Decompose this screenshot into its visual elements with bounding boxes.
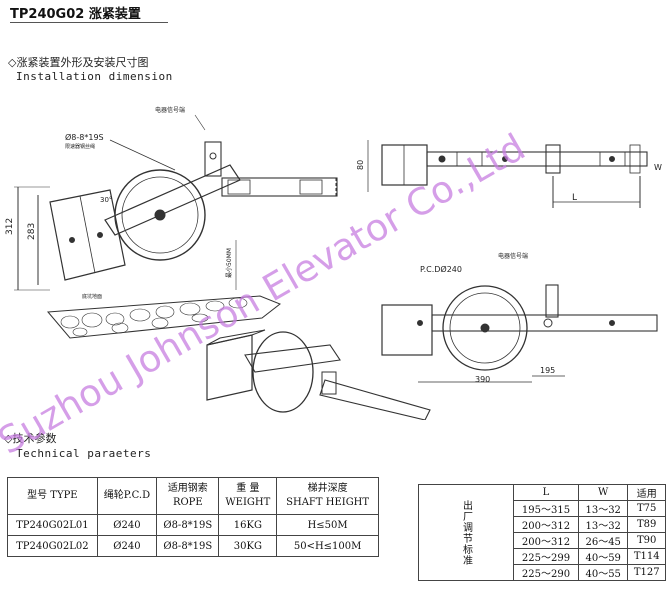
side-view: 312 283 电器信号端 Ø8-8*19S 限速器钢丝绳 30° 最小50MM — [5, 106, 338, 339]
label-rope: Ø8-8*19S — [65, 132, 104, 142]
label-rope-note: 限速器钢丝绳 — [65, 143, 95, 150]
std-header-fit: 适用 — [627, 484, 666, 501]
dim-80: 80 — [356, 160, 365, 170]
switch-box-side — [204, 141, 222, 177]
dim-283: 283 — [27, 223, 37, 240]
weight-block-side — [49, 189, 126, 281]
dim-min-50mm: 最小50MM — [225, 248, 233, 278]
isometric-view — [206, 329, 431, 420]
switch-box-top — [545, 144, 561, 174]
front-view-top: 80 L W — [356, 140, 662, 208]
label-switch-top: 电器信号端 — [155, 106, 185, 114]
label-pit-ground: 底坑地面 — [82, 293, 102, 300]
table-row: 225～290 40～55 T127 — [419, 564, 666, 581]
std-side-label: 出厂调节标准 — [418, 484, 514, 581]
switch-box-bottom — [545, 284, 559, 318]
mount-bar-top — [426, 151, 648, 167]
std-header-row: 出厂调节标准 L W 适用 — [418, 484, 666, 581]
installation-title-cn: ◇涨紧装置外形及安装尺寸图 — [8, 56, 149, 69]
dim-390: 390 — [475, 375, 490, 384]
technical-title-cn: ◇技术参数 — [4, 432, 57, 445]
dim-L: L — [572, 193, 577, 203]
title-underline — [10, 22, 168, 23]
table-row: 200～312 13～32 T89 — [419, 516, 666, 533]
dim-W: W — [654, 163, 662, 172]
installation-title-en: Installation dimension — [16, 70, 173, 83]
table-row: TP240G02L01 Ø240 Ø8-8*19S 16KG H≤50M — [7, 514, 379, 536]
spec-header-pcd: 绳轮P.C.D — [96, 477, 158, 515]
dim-pcd: P.C.DØ240 — [420, 264, 462, 274]
std-header-W: W — [577, 484, 629, 501]
pit-ground — [46, 295, 281, 339]
table-row: TP240G02L02 Ø240 Ø8-8*19S 30KG 50<H≤100M — [7, 535, 379, 557]
spec-header-type: 型号 TYPE — [7, 477, 98, 515]
dim-angle: 30° — [100, 196, 112, 204]
installation-drawing: 312 283 电器信号端 Ø8-8*19S 限速器钢丝绳 30° 最小50MM — [5, 106, 662, 420]
front-view-bottom: P.C.DØ240 电器信号端 390 195 — [381, 252, 658, 384]
guide-rail-side — [221, 177, 338, 197]
page-title: TP240G02 涨紧装置 — [10, 7, 141, 22]
dim-312: 312 — [5, 218, 15, 235]
label-switch-right: 电器信号端 — [498, 252, 528, 260]
std-header-L: L — [513, 484, 579, 501]
factory-standard-table: 出厂调节标准 L W 适用 195～315 13～32 T75 200～312 … — [418, 484, 666, 581]
pulley-wheel-front — [442, 285, 528, 371]
technical-title-en: Technical paraeters — [16, 447, 152, 460]
dim-195: 195 — [540, 366, 555, 375]
mount-bar-bottom — [431, 314, 658, 332]
